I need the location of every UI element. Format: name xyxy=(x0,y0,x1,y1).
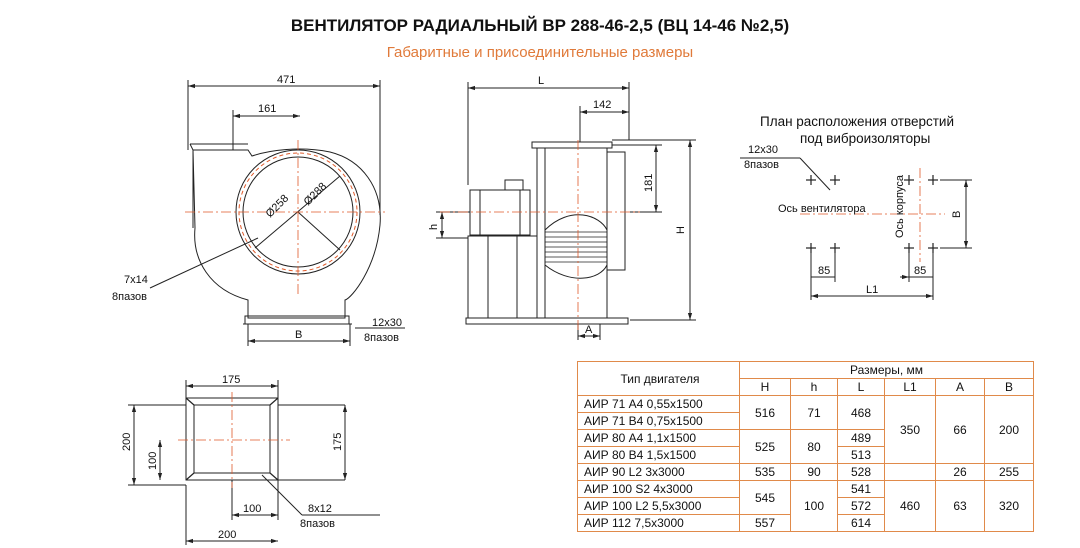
dim-b-front: B xyxy=(295,329,302,341)
dim-181: 181 xyxy=(643,174,655,192)
cell-L1: 460 xyxy=(884,480,936,532)
dim-h-side: h xyxy=(428,224,440,230)
plan-title-line2: под виброизоляторы xyxy=(800,131,930,146)
plan-dim-b: B xyxy=(951,211,963,218)
flange-dim-100-left: 100 xyxy=(147,452,159,470)
dia-258: Ø258 xyxy=(264,193,292,221)
cell-L: 541 xyxy=(837,480,885,498)
side-view-centerlines xyxy=(440,140,640,330)
table-row: АИР 90 L2 3х3000 535 90 528 26 255 xyxy=(577,463,1034,481)
fan-axis-label: Ось вентилятора xyxy=(778,203,866,215)
plan-title-line1: План расположения отверстий xyxy=(760,114,954,129)
plan-centerlines xyxy=(800,168,945,262)
cell-L: 489 xyxy=(837,429,885,447)
page-title: ВЕНТИЛЯТОР РАДИАЛЬНЫЙ ВР 288-46-2,5 (ВЦ … xyxy=(290,16,790,35)
flange-labels: 175 200 100 175 8x12 8пазов 100 200 xyxy=(121,374,344,541)
plan-slot: 12x30 xyxy=(748,144,778,156)
motor-cell: АИР 100 L2 5,5х3000 xyxy=(577,497,740,515)
cell-H: 516 xyxy=(739,395,791,430)
front-view-centerlines xyxy=(185,140,385,295)
slots-8-front-b: 8пазов xyxy=(364,332,399,344)
flange-slot: 8x12 xyxy=(308,503,332,515)
motor-cell: АИР 90 L2 3х3000 xyxy=(577,463,740,481)
motor-cell: АИР 100 S2 4х3000 xyxy=(577,480,740,498)
dia-288: Ø288 xyxy=(302,181,330,209)
flange-view xyxy=(128,380,380,545)
cell-H: 525 xyxy=(739,429,791,464)
plan-dim-l1: L1 xyxy=(866,284,878,296)
plan-drawing xyxy=(740,157,972,300)
motor-cell: АИР 71 А4 0,55х1500 xyxy=(577,395,740,413)
col-l1: L1 xyxy=(884,378,936,396)
cell-L: 468 xyxy=(837,395,885,430)
dim-161: 161 xyxy=(258,103,276,115)
cell-h: 80 xyxy=(790,429,838,464)
plan-view: План расположения отверстий под виброизо… xyxy=(760,114,954,146)
flange-centerlines xyxy=(178,392,290,488)
cell-L: 528 xyxy=(837,463,885,481)
cell-h: 90 xyxy=(790,463,838,481)
table-row: АИР 71 А4 0,55х1500 516 71 468 350 66 20… xyxy=(577,395,1034,464)
cell-L: 513 xyxy=(837,446,885,464)
dim-a-side: A xyxy=(585,324,593,336)
col-h-upper: H xyxy=(739,378,791,396)
plan-slots: 8пазов xyxy=(744,159,779,171)
col-l: L xyxy=(837,378,885,396)
page-subtitle: Габаритные и присоединительные размеры xyxy=(386,44,694,61)
col-h-lower: h xyxy=(790,378,838,396)
table-row: АИР 100 S2 4х3000 545 100 541 460 63 320 xyxy=(577,480,1034,532)
table-row: АИР 112 7,5х3000 557 614 xyxy=(577,514,1034,532)
cell-A: 63 xyxy=(935,480,985,532)
body-axis-label: Ось корпуса xyxy=(894,174,906,238)
side-view-labels: L 142 181 h H A xyxy=(428,75,687,336)
cell-H: 557 xyxy=(739,514,791,532)
dim-471: 471 xyxy=(277,74,295,86)
plan-dim-85b: 85 xyxy=(914,265,926,277)
motor-cell: АИР 71 В4 0,75х1500 xyxy=(577,412,740,430)
front-view-labels: 471 161 Ø258 Ø288 7x14 8пазов B 12x30 8п… xyxy=(112,74,402,344)
motor-cell: АИР 80 А4 1,1х1500 xyxy=(577,429,740,447)
slot-7x14: 7x14 xyxy=(124,274,148,286)
cell-H: 535 xyxy=(739,463,791,481)
flange-slots: 8пазов xyxy=(300,518,335,530)
col-a: A xyxy=(935,378,985,396)
header-sizes: Размеры, мм xyxy=(739,361,1034,379)
flange-dim-100-bottom: 100 xyxy=(243,503,261,515)
flange-dim-200-left: 200 xyxy=(121,433,133,451)
slot-12x30-front: 12x30 xyxy=(372,317,402,329)
cell-L: 572 xyxy=(837,497,885,515)
cell-h: 100 xyxy=(790,480,838,532)
cell-B: 200 xyxy=(984,395,1034,464)
motor-cell: АИР 80 В4 1,5х1500 xyxy=(577,446,740,464)
header-motor: Тип двигателя xyxy=(577,361,740,396)
side-view xyxy=(436,82,696,340)
dim-142: 142 xyxy=(593,99,611,111)
cell-h: 71 xyxy=(790,395,838,430)
slots-8-front: 8пазов xyxy=(112,291,147,303)
cell-L1-empty xyxy=(884,463,936,481)
cell-L: 614 xyxy=(837,514,885,532)
table-row: АИР 80 А4 1,1х1500 525 80 489 xyxy=(577,429,1034,464)
table-row: АИР 100 L2 5,5х3000 572 xyxy=(577,497,1034,515)
dim-l-side: L xyxy=(538,75,544,87)
plan-dim-85a: 85 xyxy=(818,265,830,277)
cell-B: 320 xyxy=(984,480,1034,532)
motor-cell: АИР 112 7,5х3000 xyxy=(577,514,740,532)
dimensions-table: Тип двигателя Размеры, мм H h L L1 A B А… xyxy=(577,361,1034,532)
cell-A: 26 xyxy=(935,463,985,481)
col-b: B xyxy=(984,378,1034,396)
flange-dim-200-bottom: 200 xyxy=(218,529,236,541)
cell-A: 66 xyxy=(935,395,985,464)
plan-labels: 12x30 8пазов Ось вентилятора Ось корпуса… xyxy=(744,144,963,296)
dim-H-side: H xyxy=(675,226,687,234)
cell-B: 255 xyxy=(984,463,1034,481)
flange-dim-175-right: 175 xyxy=(332,433,344,451)
cell-L1: 350 xyxy=(884,395,936,464)
flange-dim-175-top: 175 xyxy=(222,374,240,386)
cell-H: 545 xyxy=(739,480,791,515)
